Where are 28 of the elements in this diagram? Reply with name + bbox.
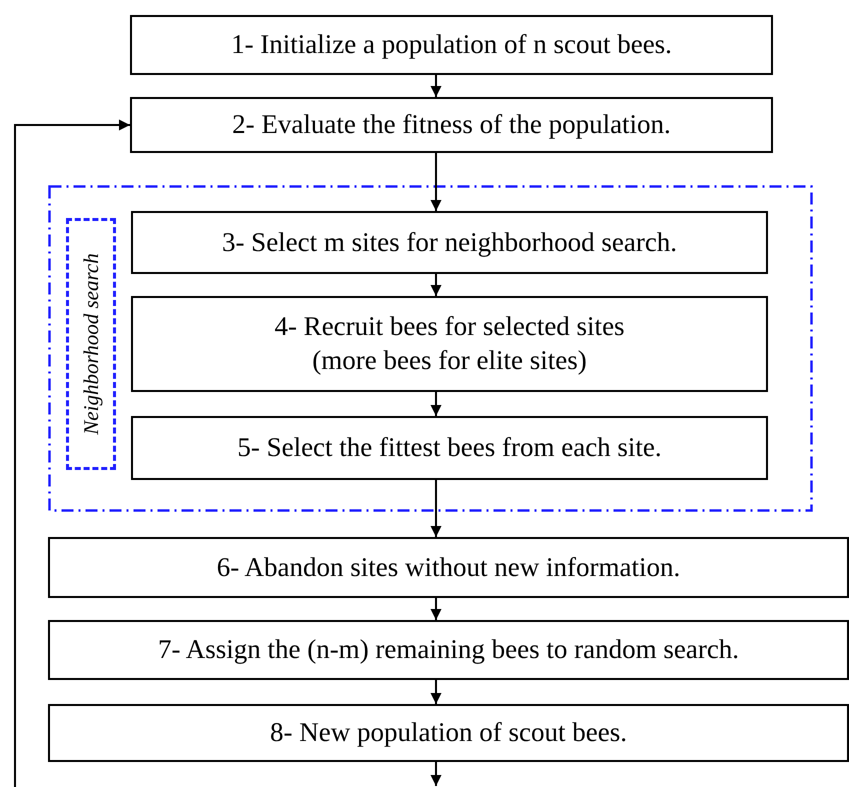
step-text: 8- New population of scout bees.	[270, 716, 627, 750]
step-text: 3- Select m sites for neighborhood search.	[222, 226, 678, 259]
process-box	[131, 296, 768, 392]
group-label: Neighborhood search	[78, 253, 104, 435]
process-box	[130, 97, 773, 153]
step-text: 2- Evaluate the fitness of the population.	[232, 108, 671, 142]
process-box	[130, 15, 773, 75]
process-box	[48, 620, 849, 680]
arrow	[430, 392, 442, 416]
group-frame	[48, 185, 813, 512]
arrow	[14, 120, 130, 787]
step-text: 1- Initialize a population of n scout bees.	[231, 28, 672, 62]
arrow	[430, 75, 442, 97]
arrow	[430, 762, 442, 786]
arrow	[430, 598, 442, 620]
arrow	[430, 680, 442, 704]
arrow	[430, 480, 442, 537]
process-box	[131, 211, 768, 274]
arrow	[430, 274, 442, 296]
group-label-box	[66, 218, 116, 470]
process-box	[48, 704, 849, 762]
process-box	[131, 416, 768, 480]
arrow	[430, 153, 442, 211]
step-text: 7- Assign the (n-m) remaining bees to random search.	[158, 633, 740, 666]
step-text: 4- Recruit bees for selected sites (more bees for elite sites)	[273, 310, 626, 377]
step-text: 6- Abandon sites without new information.	[216, 550, 680, 584]
process-box	[48, 537, 849, 598]
step-text: 5- Select the fittest bees from each site.	[237, 431, 662, 464]
